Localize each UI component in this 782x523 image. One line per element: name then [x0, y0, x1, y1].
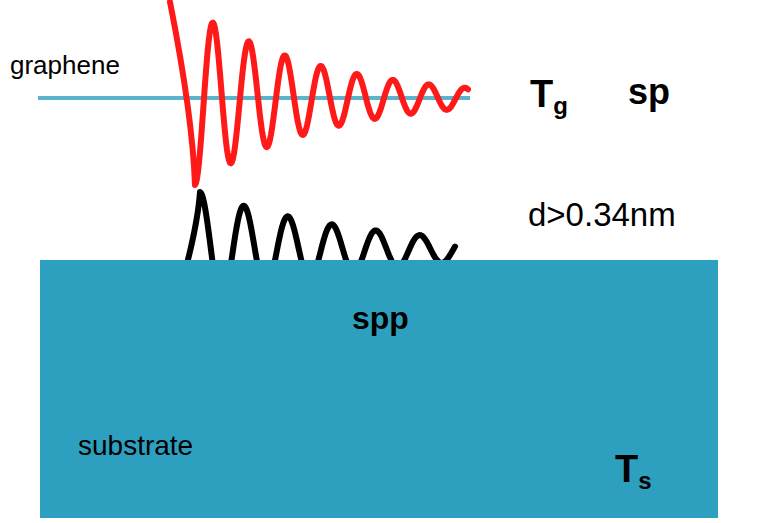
mode-label: sp	[628, 74, 670, 110]
graphene-label: graphene	[10, 52, 120, 78]
distance-label: d>0.34nm	[528, 198, 676, 231]
material-label: substrate	[78, 432, 193, 460]
temperature-label: Ts	[615, 450, 652, 493]
surface-plasmon-wave	[170, 2, 468, 185]
temperature-label: Tg	[530, 75, 568, 118]
mode-label: spp	[352, 302, 409, 334]
substrate-block: substrateTs	[40, 260, 718, 518]
